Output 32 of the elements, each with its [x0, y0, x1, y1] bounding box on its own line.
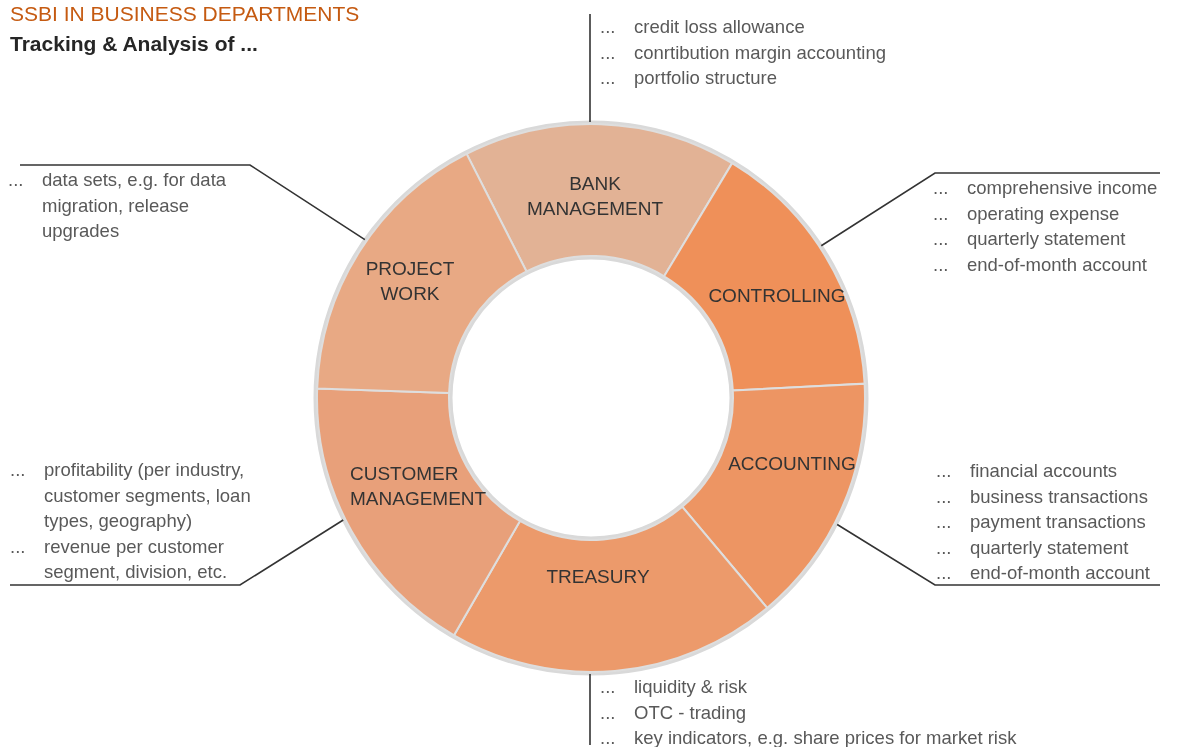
list-item-text: ... payment transactions — [936, 510, 1147, 534]
list-item-text: ... liquidity & risk — [600, 675, 749, 699]
list-item-text: ... quarterly statement — [936, 535, 1130, 560]
segment-label: PROJECT WORK — [364, 257, 456, 306]
list-item-text: ... financial accounts — [936, 459, 1119, 483]
list-item-text: ... OTC - trading — [600, 700, 748, 725]
leader-line — [9, 519, 345, 586]
list-item-text: ... conrtibution margin accounting — [600, 40, 887, 65]
segment-label: ACCOUNTING — [727, 452, 857, 476]
leader-line — [19, 164, 366, 241]
list-item-text: ... revenue per customer segment, division, etc. — [10, 534, 229, 584]
segment-label: CONTROLLING — [707, 284, 847, 308]
list-item-text: ... business transactions — [936, 484, 1149, 509]
list-item-text: ... end-of-month account — [936, 561, 1151, 585]
leader-line — [589, 13, 591, 123]
leader-line — [589, 673, 591, 746]
title: SSBI IN BUSINESS DEPARTMENTS — [10, 2, 360, 26]
segment-label: BANK MANAGEMENT — [525, 172, 665, 221]
list-item-text: ... portfolio structure — [600, 66, 778, 90]
list-item-text: ... credit loss allowance — [600, 15, 806, 39]
list-item-text: ... data sets, e.g. for data migration, release upgrades — [8, 168, 228, 243]
list-item-text: ... end-of-month account — [933, 252, 1148, 277]
leader-line — [820, 172, 1161, 247]
list-item-text: ... profitability (per industry, customer segments, loan types, geography) — [10, 458, 252, 533]
leader-line — [836, 523, 1161, 586]
list-item-text: ... key indicators, e.g. share prices for market risk — [600, 726, 1018, 747]
list-item-text: ... operating expense — [933, 201, 1121, 226]
subtitle: Tracking & Analysis of ... — [10, 32, 258, 56]
segment-label: TREASURY — [545, 565, 651, 589]
list-item-text: ... comprehensive income — [933, 176, 1159, 200]
list-item-text: ... quarterly statement — [933, 227, 1127, 251]
segment-label: CUSTOMER MANAGEMENT — [350, 462, 488, 511]
